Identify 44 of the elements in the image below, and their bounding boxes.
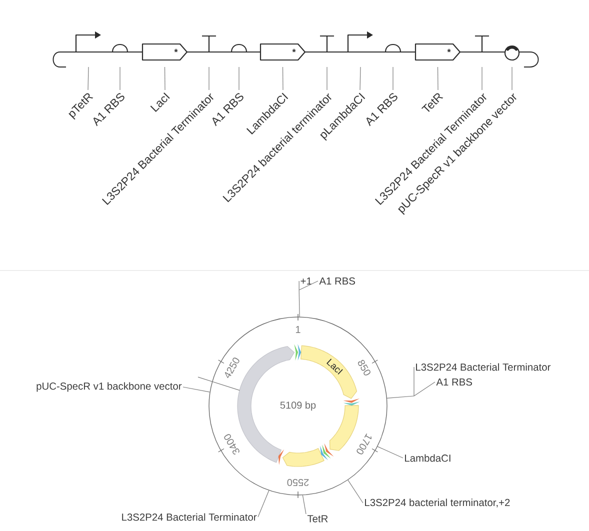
cds-glyph: *: [260, 43, 306, 61]
leader-line: [360, 66, 361, 90]
leader-line: [414, 382, 436, 396]
feature-label: L3S2P24 Bacterial Terminator: [122, 513, 257, 521]
leader-line: [88, 66, 89, 90]
part-label: TetR: [421, 93, 444, 112]
tick-label: 1: [296, 326, 300, 333]
feature-label: A1 RBS: [319, 277, 355, 285]
leader-line: [198, 376, 240, 391]
part-label: LacI: [150, 92, 170, 112]
rbs-glyph: [384, 44, 402, 52]
leader-line: [437, 66, 438, 90]
rbs-glyph: [230, 44, 248, 52]
terminator-glyph: [201, 35, 217, 53]
feature-arc: LacI: [300, 345, 358, 399]
feature-label: pUC-SpecR v1 backbone vector: [36, 382, 182, 392]
feature-label: +1: [300, 278, 312, 285]
cds-glyph: *: [414, 43, 461, 61]
tick-label: 850: [358, 360, 370, 376]
cds-glyph: *: [142, 43, 188, 61]
feature-label: LambdaCI: [405, 454, 450, 462]
leader-line: [208, 66, 210, 90]
leader-line: [302, 494, 306, 514]
leader-line: [386, 396, 414, 399]
feature-label: A1 RBS: [436, 378, 472, 386]
leader-line: [238, 66, 240, 90]
origin-glyph: [504, 45, 520, 61]
leader-line: [392, 66, 394, 90]
terminator-glyph: [474, 35, 490, 53]
leader-line: [348, 480, 364, 504]
leader-line: [326, 66, 328, 90]
rbs-glyph: [112, 44, 128, 52]
leader-line: [164, 66, 166, 90]
feature-label: L3S2P24 Bacterial Terminator: [416, 363, 551, 371]
feature-label: TetR: [307, 515, 328, 522]
leader-line: [377, 446, 404, 458]
feature-arc: [282, 448, 324, 467]
leader-line: [182, 386, 210, 392]
leader-line: [258, 490, 270, 518]
leader-line: [298, 280, 318, 290]
terminator-glyph: [319, 35, 335, 53]
tick-label: 2550: [287, 478, 309, 486]
leader-line: [282, 66, 284, 90]
feature-label: L3S2P24 bacterial terminator,+2: [365, 498, 510, 508]
